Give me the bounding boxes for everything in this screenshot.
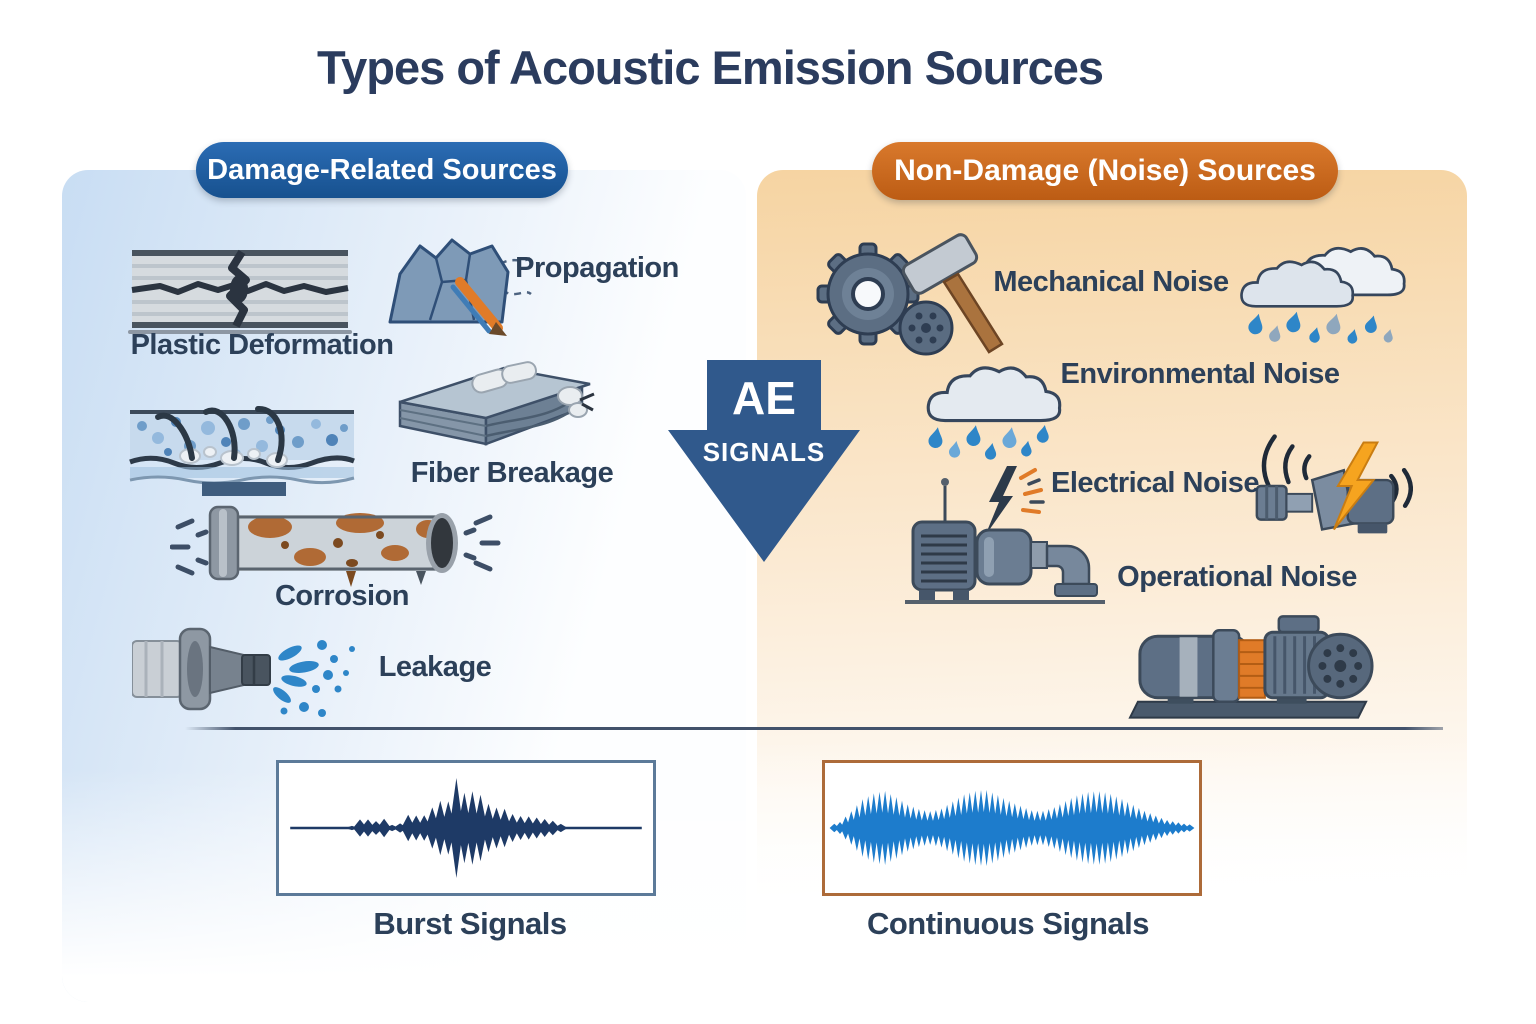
page-title: Types of Acoustic Emission Sources: [316, 41, 1104, 94]
continuous-waveform: [829, 789, 1195, 867]
transducer-lightning-icon: [1243, 424, 1413, 546]
laminate-stack-icon: [394, 360, 598, 452]
damage-panel-header: Damage-Related Sources: [196, 142, 568, 198]
leaking-pipe-icon: [132, 615, 377, 723]
rain-clouds-icon: [1230, 232, 1408, 354]
label-continuous-signals: Continuous Signals: [866, 906, 1150, 941]
label-corrosion: Corrosion: [274, 580, 410, 612]
noise-panel-header: Non-Damage (Noise) Sources: [872, 142, 1338, 200]
label-burst-signals: Burst Signals: [373, 906, 567, 941]
gear-hammer-icon: [808, 228, 1004, 360]
continuous-signal-box: [822, 760, 1202, 896]
label-fiber-breakage: Fiber Breakage: [410, 457, 614, 489]
composite-fiber-icon: [128, 390, 356, 502]
burst-waveform: [290, 778, 642, 878]
label-environmental-noise: Environmental Noise: [1060, 358, 1340, 390]
section-divider: [185, 727, 1443, 730]
corroded-pipe-icon: [170, 505, 510, 593]
label-plastic-deformation: Plastic Deformation: [130, 329, 394, 361]
cracked-plate-icon: [126, 242, 356, 340]
ae-arrow-line2: SIGNALS: [703, 437, 826, 467]
rain-cloud-icon: [903, 352, 1071, 464]
label-mechanical-noise: Mechanical Noise: [993, 266, 1229, 298]
generator-antenna-icon: [903, 462, 1121, 610]
crack-propagation-icon: [382, 230, 532, 342]
ae-arrow-line1: AE: [732, 372, 796, 424]
label-operational-noise: Operational Noise: [1117, 561, 1357, 593]
motor-pump-icon: [1128, 606, 1378, 724]
label-propagation: Propagation: [515, 252, 679, 284]
label-electrical-noise: Electrical Noise: [1051, 467, 1260, 499]
ae-signals-arrow: AE SIGNALS: [668, 360, 860, 562]
label-leakage: Leakage: [378, 651, 492, 683]
burst-signal-box: [276, 760, 656, 896]
